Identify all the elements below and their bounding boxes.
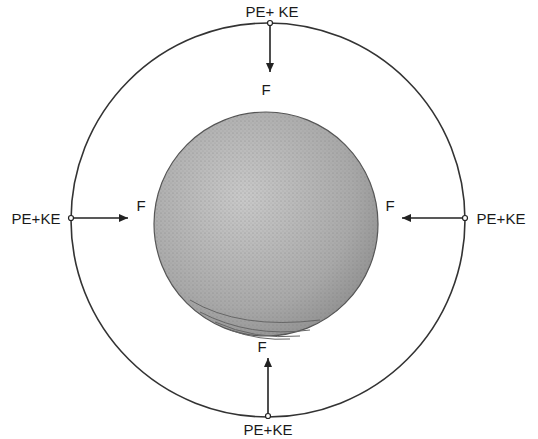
orbit-points <box>69 21 468 419</box>
planet <box>154 112 378 339</box>
orbit-circle <box>71 23 465 417</box>
force-label: F <box>136 198 145 213</box>
force-label: F <box>257 339 266 354</box>
force-label: F <box>261 82 270 97</box>
force-label: F <box>385 198 394 213</box>
energy-label: PE+KE <box>477 211 526 226</box>
energy-label: PE+KE <box>244 422 293 437</box>
force-arrows <box>73 25 463 414</box>
energy-label: PE+ KE <box>246 4 299 19</box>
energy-label: PE+KE <box>12 211 61 226</box>
